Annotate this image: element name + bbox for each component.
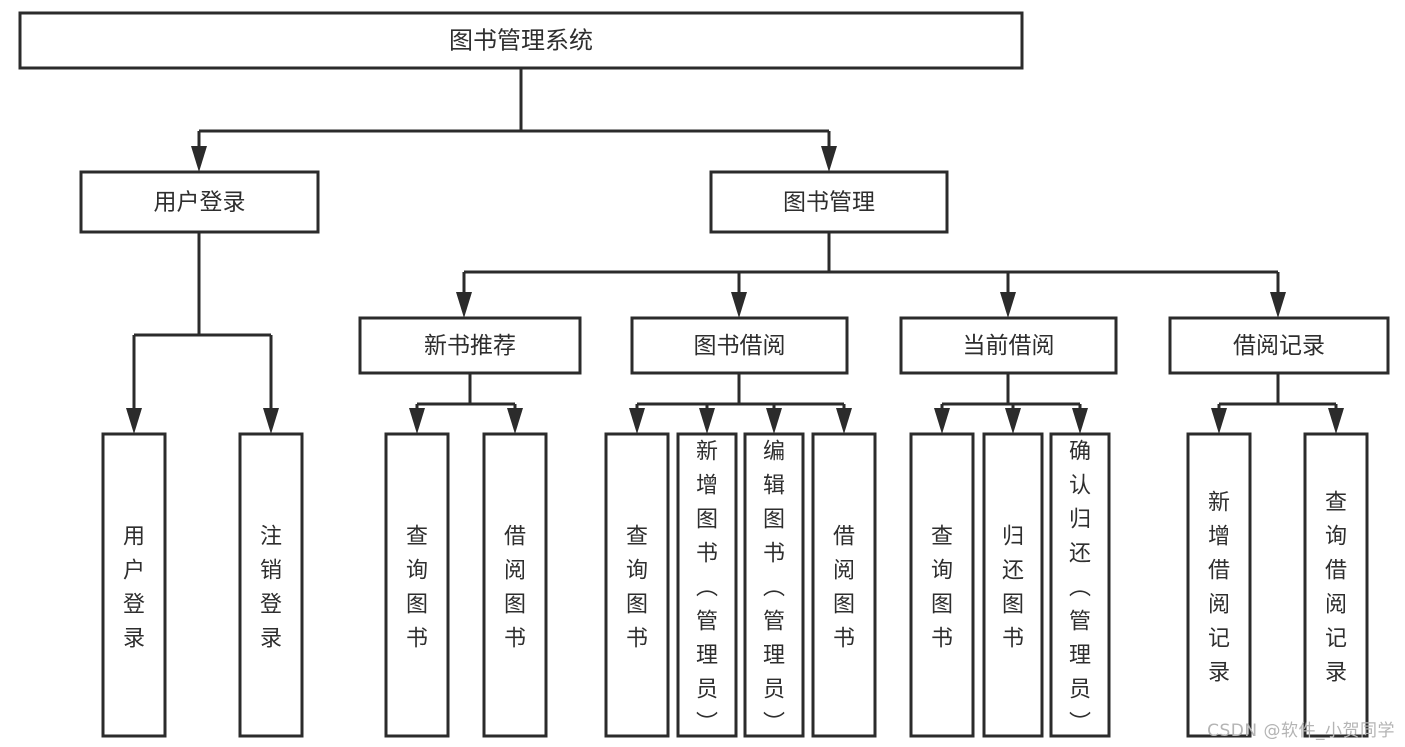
node-leaf-查询图书[interactable]: 查询图书 (909, 432, 975, 738)
node-leaf-归还图书[interactable]: 归还图书 (982, 432, 1044, 738)
node-label: 借阅记录 (1233, 333, 1325, 359)
node-rect[interactable] (811, 432, 877, 738)
node-label: 当前借阅 (963, 333, 1055, 359)
arrow-head-icon (699, 408, 715, 434)
node-leaf-用户登录[interactable]: 用户登录 (101, 432, 167, 738)
arrow-head-icon (456, 292, 472, 318)
node-label: 确认归还︵管理员︶ (1069, 440, 1091, 737)
node-rect[interactable] (899, 316, 1118, 375)
connector-book-mgmt-to-level2 (456, 232, 1286, 318)
arrow-head-icon (263, 408, 279, 434)
arrow-head-icon (409, 408, 425, 434)
node-rect[interactable] (79, 170, 320, 234)
node-label: 查询图书 (406, 525, 428, 652)
node-label: 注销登录 (260, 525, 282, 652)
arrow-head-icon (507, 408, 523, 434)
node-label: 新增借阅记录 (1208, 491, 1230, 686)
node-label: 新书推荐 (424, 333, 516, 359)
node-level2-图书借阅[interactable]: 图书借阅 (630, 316, 849, 375)
node-leaf-新增借阅记录[interactable]: 新增借阅记录 (1186, 432, 1252, 738)
node-rect[interactable] (743, 432, 805, 738)
node-label: 图书管理 (783, 190, 875, 216)
node-leaf-确认归还管理员[interactable]: 确认归还︵管理员︶ (1049, 432, 1111, 738)
node-rect[interactable] (630, 316, 849, 375)
node-label: 图书借阅 (694, 333, 786, 359)
node-rect[interactable] (909, 432, 975, 738)
node-label: 查询图书 (626, 525, 648, 652)
node-rect[interactable] (101, 432, 167, 738)
node-label: 新增图书︵管理员︶ (696, 440, 718, 737)
node-rect[interactable] (238, 432, 304, 738)
node-label: 图书管理系统 (449, 27, 593, 55)
node-rect[interactable] (1303, 432, 1369, 738)
node-level2-新书推荐[interactable]: 新书推荐 (358, 316, 582, 375)
node-root-图书管理系统[interactable]: 图书管理系统 (18, 11, 1024, 70)
node-label: 查询图书 (931, 525, 953, 652)
node-rect[interactable] (482, 432, 548, 738)
node-level1-图书管理[interactable]: 图书管理 (709, 170, 949, 234)
node-label: 用户登录 (123, 525, 145, 652)
connector-root-to-level1 (191, 68, 837, 172)
node-rect[interactable] (358, 316, 582, 375)
node-layer: 图书管理系统用户登录图书管理新书推荐图书借阅当前借阅借阅记录用户登录注销登录查询… (18, 11, 1390, 738)
arrow-head-icon (629, 408, 645, 434)
node-label: 编辑图书︵管理员︶ (763, 440, 785, 737)
arrow-head-icon (1000, 292, 1016, 318)
node-leaf-新增图书管理员[interactable]: 新增图书︵管理员︶ (676, 432, 738, 738)
connector-current-borrow-to-leaves (934, 373, 1088, 434)
node-rect[interactable] (1049, 432, 1111, 738)
connector-user-login-to-leaves (126, 232, 279, 434)
node-rect[interactable] (1186, 432, 1252, 738)
node-leaf-借阅图书[interactable]: 借阅图书 (811, 432, 877, 738)
connector-layer (126, 68, 1344, 434)
arrow-head-icon (766, 408, 782, 434)
node-leaf-注销登录[interactable]: 注销登录 (238, 432, 304, 738)
node-rect[interactable] (1168, 316, 1390, 375)
arrow-head-icon (191, 146, 207, 172)
node-leaf-查询借阅记录[interactable]: 查询借阅记录 (1303, 432, 1369, 738)
connector-borrow-to-leaves (629, 373, 852, 434)
arrow-head-icon (1270, 292, 1286, 318)
arrow-head-icon (836, 408, 852, 434)
node-level2-当前借阅[interactable]: 当前借阅 (899, 316, 1118, 375)
arrow-head-icon (1328, 408, 1344, 434)
node-level1-用户登录[interactable]: 用户登录 (79, 170, 320, 234)
arrow-head-icon (934, 408, 950, 434)
node-leaf-查询图书[interactable]: 查询图书 (604, 432, 670, 738)
arrow-head-icon (821, 146, 837, 172)
node-level2-借阅记录[interactable]: 借阅记录 (1168, 316, 1390, 375)
node-rect[interactable] (676, 432, 738, 738)
csdn-watermark: CSDN @软件_小贺同学 (1207, 721, 1395, 741)
node-rect[interactable] (18, 11, 1024, 70)
connector-records-to-leaves (1211, 373, 1344, 434)
arrow-head-icon (731, 292, 747, 318)
node-label: 用户登录 (154, 190, 246, 216)
arrow-head-icon (1211, 408, 1227, 434)
node-label: 借阅图书 (504, 525, 526, 652)
connector-new-book-to-leaves (409, 373, 523, 434)
node-rect[interactable] (709, 170, 949, 234)
arrow-head-icon (1005, 408, 1021, 434)
node-rect[interactable] (982, 432, 1044, 738)
node-leaf-借阅图书[interactable]: 借阅图书 (482, 432, 548, 738)
arrow-head-icon (126, 408, 142, 434)
node-leaf-编辑图书管理员[interactable]: 编辑图书︵管理员︶ (743, 432, 805, 738)
node-label: 查询借阅记录 (1325, 491, 1347, 686)
node-leaf-查询图书[interactable]: 查询图书 (384, 432, 450, 738)
node-rect[interactable] (604, 432, 670, 738)
arrow-head-icon (1072, 408, 1088, 434)
node-rect[interactable] (384, 432, 450, 738)
node-label: 归还图书 (1002, 525, 1024, 652)
node-label: 借阅图书 (833, 525, 855, 652)
